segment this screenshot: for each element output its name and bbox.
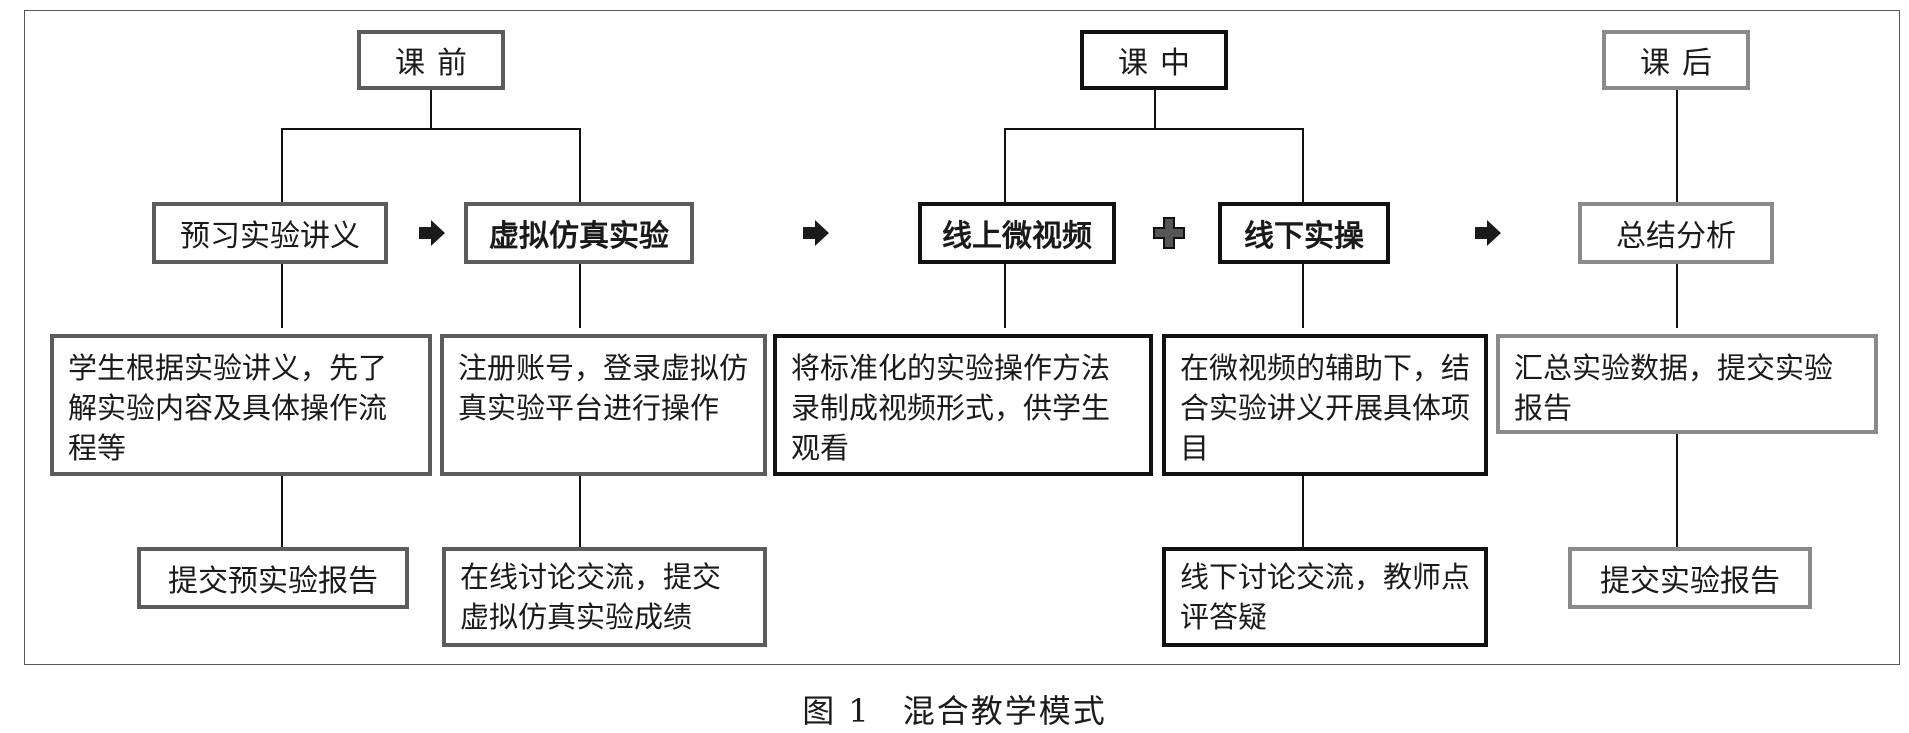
header-before-class: 课前	[357, 30, 505, 90]
header-after-class: 课后	[1602, 30, 1750, 90]
connector	[1004, 260, 1006, 328]
diagram-frame	[24, 10, 1900, 665]
stage-offline-practice: 线下实操	[1218, 202, 1390, 264]
connector	[1676, 73, 1678, 204]
right-arrow-icon	[1475, 220, 1501, 246]
outcome-summary-analysis: 提交实验报告	[1568, 547, 1812, 609]
connector	[579, 128, 581, 204]
figure-caption: 图 1 混合教学模式	[0, 686, 1909, 732]
outcome-virtual-simulation: 在线讨论交流，提交虚拟仿真实验成绩	[442, 547, 767, 647]
outcome-offline-practice: 线下讨论交流，教师点评答疑	[1162, 547, 1488, 647]
connector	[1676, 260, 1678, 328]
connector	[1004, 128, 1006, 204]
plus-icon	[1153, 217, 1185, 249]
connector	[281, 128, 581, 130]
stage-online-micro-video: 线上微视频	[918, 202, 1116, 264]
figure-number: 图 1	[802, 692, 871, 730]
figure-title: 混合教学模式	[902, 692, 1107, 730]
connector	[1302, 128, 1304, 204]
description-summary-analysis: 汇总实验数据，提交实验报告	[1496, 334, 1878, 434]
connector	[1302, 474, 1304, 549]
connector	[1154, 73, 1156, 129]
connector	[1004, 128, 1304, 130]
stage-preview-handout: 预习实验讲义	[152, 202, 388, 264]
stage-summary-analysis: 总结分析	[1578, 202, 1774, 264]
header-during-class: 课中	[1080, 30, 1228, 90]
connector	[579, 474, 581, 549]
description-online-micro-video: 将标准化的实验操作方法录制成视频形式，供学生观看	[773, 334, 1153, 476]
right-arrow-icon	[419, 220, 445, 246]
connector	[1302, 260, 1304, 328]
description-offline-practice: 在微视频的辅助下，结合实验讲义开展具体项目	[1162, 334, 1488, 476]
connector	[1676, 434, 1678, 549]
connector	[579, 260, 581, 328]
description-virtual-simulation: 注册账号，登录虚拟仿真实验平台进行操作	[440, 334, 767, 476]
connector	[281, 474, 283, 549]
description-preview-handout: 学生根据实验讲义，先了解实验内容及具体操作流程等	[50, 334, 432, 476]
connector	[281, 260, 283, 328]
outcome-preview-handout: 提交预实验报告	[137, 547, 409, 609]
connector	[281, 128, 283, 204]
stage-virtual-simulation: 虚拟仿真实验	[464, 202, 694, 264]
right-arrow-icon	[803, 220, 829, 246]
connector	[430, 73, 432, 129]
